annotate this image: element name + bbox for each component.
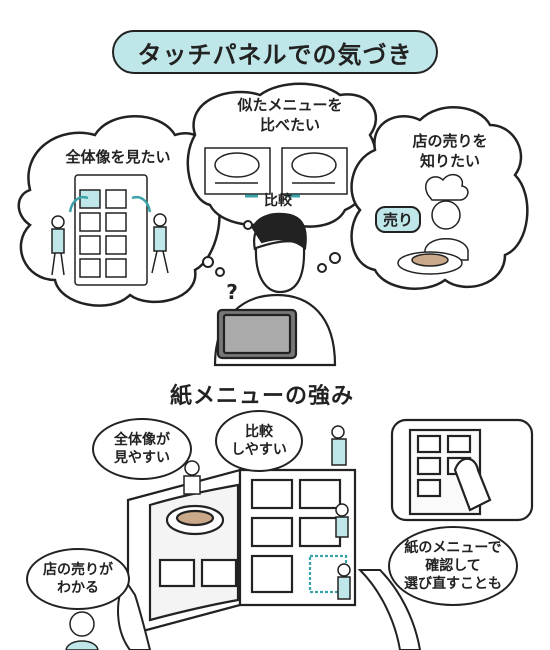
steak-plate-icon [397,251,463,275]
chef-icon [424,173,469,261]
figure-top-right [331,425,347,466]
page-title-text: タッチパネルでの気づき [137,40,413,69]
figure-bottom-right [337,563,351,600]
bubble-reselect-line2: 確認して [425,558,481,574]
menu-card-left [204,147,271,195]
menu-card-right [281,147,348,195]
thought-selling-label-1: 店の売りを [412,132,488,150]
bubble-compare-line1: 比較 [245,424,273,440]
bubble-reselect: 紙のメニューで確認して選び直すことも [388,526,518,606]
hand-right-icon [357,569,422,650]
question-mark: ? [226,280,238,304]
book-icon [126,468,357,637]
person-left-icon [51,215,65,276]
figure-right-page [335,503,349,538]
section-title-paper-menu: 紙メニューの強み [165,378,359,410]
thought-selling-label-2: 知りたい [419,152,480,170]
arrow-icon [68,195,89,213]
thought-compare-label-1: 似たメニューを [237,96,343,114]
bubble-compare-line2: しやすい [231,442,287,458]
bubble-overview-line2: 見やすい [114,450,170,466]
bubble-overview-line1: 全体像が [114,432,170,448]
bubble-selling: 店の売りがわかる [26,548,130,610]
compare-tag: 比較 [264,193,292,209]
bubble-selling-line2: わかる [57,580,99,596]
magnified-menu-inset [390,418,534,522]
thought-compare-label-2: 比べたい [259,116,320,134]
figure-top-left [183,460,201,495]
bubble-reselect-line3: 選び直すことも [404,576,502,592]
bubble-selling-line1: 店の売りが [43,562,113,578]
person-right-icon [151,213,169,274]
bubble-reselect-line1: 紙のメニューで [404,540,502,556]
bubble-overview: 全体像が見やすい [92,418,192,480]
figure-bottom-left [65,611,99,650]
tablet-grid-icon [74,174,148,286]
selling-tag: 売り [375,206,422,233]
page-title: タッチパネルでの気づき [112,30,438,74]
arrow-icon [131,195,152,213]
thought-overview-label: 全体像を見たい [65,148,171,166]
bubble-compare: 比較しやすい [215,410,303,472]
hand-left-icon [117,578,152,650]
person-with-tablet [213,212,337,367]
